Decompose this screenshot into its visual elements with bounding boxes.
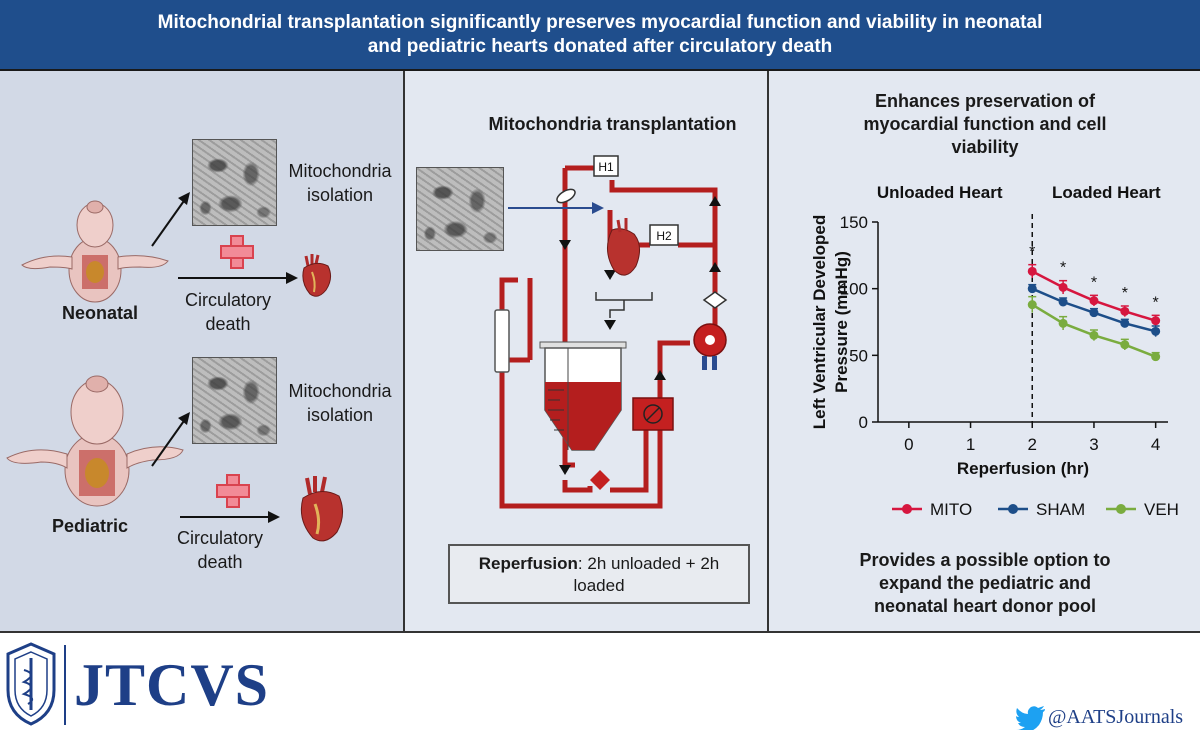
neonatal-arrow-right — [178, 272, 298, 284]
pediatric-heart-icon — [300, 476, 343, 542]
neonatal-isolation-label-2: isolation — [306, 185, 374, 205]
pediatric-plus-icon — [216, 474, 250, 508]
significance-marker: * — [1122, 285, 1128, 302]
unloaded-heart-label: Unloaded Heart — [877, 183, 1003, 202]
significance-marker: * — [1029, 244, 1035, 261]
data-point-sham — [1089, 308, 1099, 318]
journal-wordmark: JTCVS — [74, 652, 270, 718]
injection-arrow — [508, 202, 604, 214]
data-point-mito — [1027, 266, 1037, 276]
perfusion-circuit-diagram: H1 H2 — [494, 155, 728, 509]
neonatal-piglet-icon — [21, 200, 169, 303]
right-footer-line-2: expand the pediatric and — [878, 573, 1092, 593]
pediatric-arrow-up — [151, 412, 190, 467]
neonatal-plus-icon — [220, 235, 254, 269]
significance-marker: * — [1153, 294, 1159, 311]
significance-marker: * — [1091, 274, 1097, 291]
pediatric-mitochondria-image — [192, 357, 277, 444]
aats-seal-logo — [6, 642, 56, 726]
pediatric-label: Pediatric — [51, 516, 129, 536]
pediatric-isolation-label-1: Mitochondria — [288, 381, 392, 401]
neonatal-label: Neonatal — [61, 303, 139, 323]
right-footer-line-1: Provides a possible option to — [859, 550, 1111, 570]
x-tick-label: 1 — [966, 435, 975, 454]
h2-label: H2 — [656, 229, 672, 243]
x-tick-label: 0 — [904, 435, 913, 454]
twitter-bird-icon — [1016, 706, 1045, 730]
neonatal-death-label-2: death — [205, 314, 251, 334]
middle-mitochondria-image — [416, 167, 504, 251]
data-point-veh — [1151, 352, 1161, 362]
pediatric-arrow-right — [180, 511, 280, 523]
header-title: Mitochondrial transplantation significan… — [157, 11, 1043, 57]
reperfusion-detail: : 2h unloaded + 2h — [577, 554, 720, 573]
x-axis-label: Reperfusion (hr) — [957, 459, 1089, 478]
data-point-mito — [1120, 306, 1130, 316]
loaded-heart-label: Loaded Heart — [1052, 183, 1161, 202]
right-heading-line-2: myocardial function and cell — [863, 114, 1107, 134]
data-point-veh — [1058, 318, 1068, 328]
data-point-veh — [1120, 340, 1130, 350]
x-tick-label: 4 — [1151, 435, 1160, 454]
neonatal-heart-icon — [302, 254, 332, 297]
footer — [0, 633, 1200, 737]
neonatal-arrow-up — [151, 192, 190, 247]
reperfusion-box: Reperfusion: 2h unloaded + 2h loaded — [448, 544, 750, 604]
data-point-veh — [1089, 330, 1099, 340]
data-point-sham — [1120, 318, 1130, 328]
right-panel — [769, 71, 1200, 633]
neonatal-death-label-1: Circulatory — [184, 290, 272, 310]
pediatric-death-label-2: death — [197, 552, 243, 572]
significance-marker: * — [1060, 260, 1066, 277]
legend-marker-sham — [1008, 504, 1018, 514]
pediatric-death-label-1: Circulatory — [176, 528, 264, 548]
data-point-mito — [1058, 282, 1068, 292]
h1-label: H1 — [598, 160, 614, 174]
footer-divider — [64, 645, 66, 725]
data-point-mito — [1151, 316, 1161, 326]
legend-marker-veh — [1116, 504, 1126, 514]
legend-marker-mito — [902, 504, 912, 514]
x-tick-label: 3 — [1089, 435, 1098, 454]
data-point-sham — [1151, 326, 1161, 336]
y-tick-label: 0 — [859, 413, 868, 432]
legend-label-mito: MITO — [930, 500, 972, 519]
right-footer-line-3: neonatal heart donor pool — [873, 596, 1096, 616]
right-heading-line-3: viability — [951, 137, 1019, 157]
y-tick-label: 100 — [840, 280, 868, 299]
y-tick-label: 150 — [840, 213, 868, 232]
x-tick-label: 2 — [1028, 435, 1037, 454]
right-heading-line-1: Enhances preservation of — [874, 91, 1096, 111]
mito-transplant-title: Mitochondria transplantation — [488, 114, 737, 134]
y-tick-label: 50 — [849, 346, 868, 365]
legend-label-sham: SHAM — [1036, 500, 1085, 519]
twitter-handle: @AATSJournals — [1048, 706, 1184, 728]
reperfusion-detail-line2: loaded — [573, 576, 625, 595]
header-banner: Mitochondrial transplantation significan… — [0, 0, 1200, 71]
neonatal-mitochondria-image — [192, 139, 277, 226]
legend-label-veh: VEH — [1144, 500, 1179, 519]
data-point-sham — [1058, 297, 1068, 307]
data-point-mito — [1089, 296, 1099, 306]
data-point-veh — [1027, 300, 1037, 310]
neonatal-isolation-label-1: Mitochondria — [288, 161, 392, 181]
data-point-sham — [1027, 284, 1037, 294]
pediatric-pig-icon — [6, 375, 184, 507]
reperfusion-bold-label: Reperfusion — [478, 554, 578, 573]
pediatric-isolation-label-2: isolation — [306, 405, 374, 425]
